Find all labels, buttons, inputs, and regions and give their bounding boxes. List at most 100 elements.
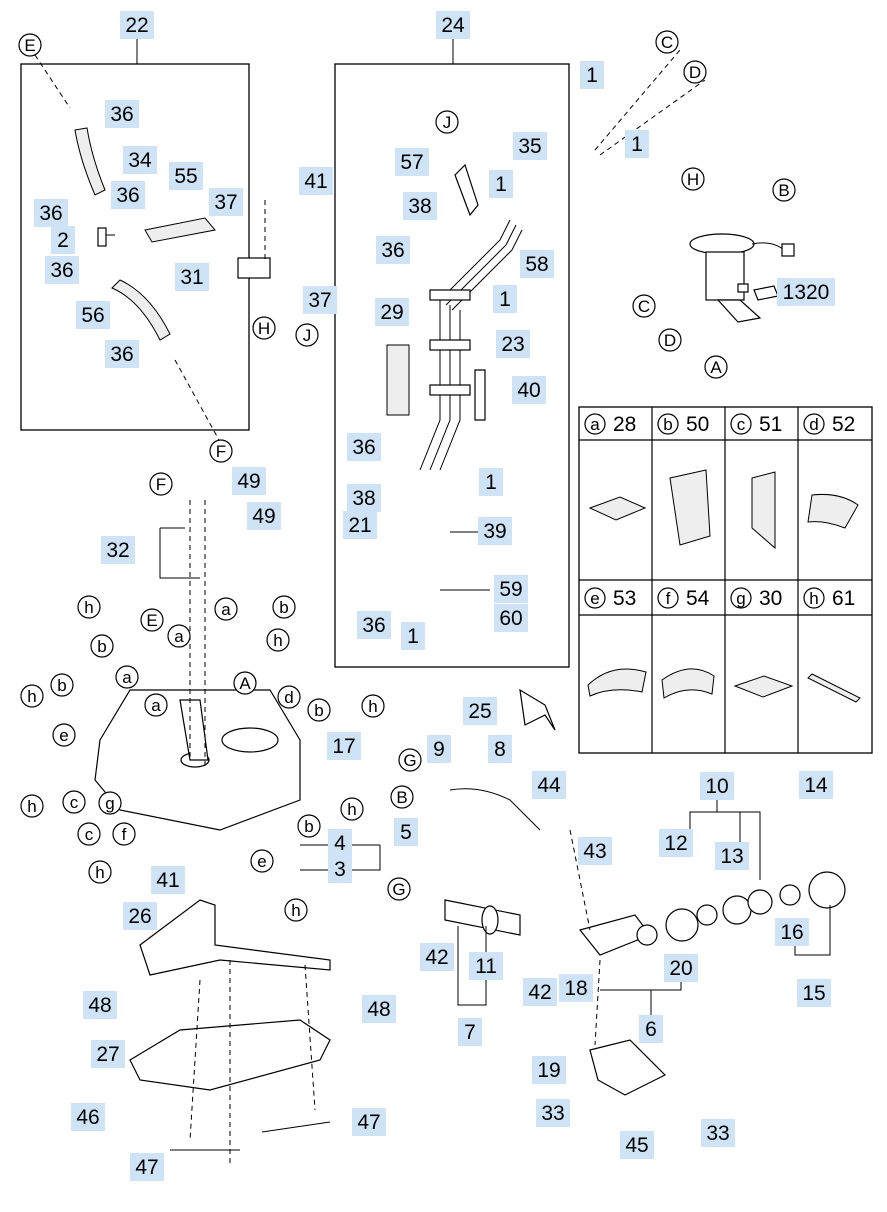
reference-letter: c <box>70 793 79 812</box>
reference-letter: f <box>122 825 127 844</box>
callout-label: 36 <box>347 433 381 461</box>
callout-number: 34 <box>128 149 152 172</box>
callout-number: 42 <box>425 946 448 969</box>
reference-letter: A <box>710 358 722 377</box>
callout-label: 18 <box>559 974 593 1002</box>
callout-number: 7 <box>464 1021 476 1044</box>
callout-number: 18 <box>564 977 587 1000</box>
hose-group-box-22 <box>20 63 250 431</box>
legend-letter: b <box>663 415 672 434</box>
callout-number: 11 <box>475 955 497 978</box>
callout-label: 1 <box>401 622 425 650</box>
reference-circle: G <box>387 877 411 901</box>
reference-circle: G <box>398 748 422 772</box>
reference-letter: e <box>59 726 68 745</box>
callout-number: 23 <box>501 333 524 356</box>
callout-label: 34 <box>123 146 157 174</box>
legend-letter: f <box>666 589 671 608</box>
callout-number: 5 <box>400 821 412 844</box>
callout-number: 25 <box>468 700 491 723</box>
reference-letter: b <box>304 817 313 836</box>
reference-circle: B <box>390 785 414 809</box>
callout-label: 60 <box>494 604 528 632</box>
callout-number: 57 <box>400 151 423 174</box>
callout-label: 5 <box>394 818 418 846</box>
reference-circle: b <box>90 634 114 658</box>
callout-label: 40 <box>512 376 546 404</box>
reference-letter: b <box>279 598 288 617</box>
reference-letter: G <box>392 880 405 899</box>
callout-label: 46 <box>71 1103 105 1131</box>
callout-label: 56 <box>76 301 110 329</box>
callout-number: 45 <box>625 1134 648 1157</box>
callout-label: 41 <box>151 866 185 894</box>
callout-number: 33 <box>706 1122 729 1145</box>
callout-label: 25 <box>463 697 497 725</box>
callout-label: 49 <box>247 502 281 530</box>
callout-number: 24 <box>441 14 465 37</box>
reference-letter: h <box>27 797 36 816</box>
reference-letter: a <box>151 696 161 715</box>
legend-letter: c <box>737 415 746 434</box>
callout-label: 1 <box>580 61 604 89</box>
reference-letter: c <box>85 825 94 844</box>
callout-label: 10 <box>700 772 734 800</box>
callout-label: 42 <box>523 978 557 1006</box>
callout-number: 14 <box>804 774 828 797</box>
callout-number: 1 <box>485 471 497 494</box>
callout-label: 1 <box>489 170 513 198</box>
callout-label: 21 <box>343 511 377 539</box>
reference-letter: C <box>661 33 673 52</box>
callout-label: 4 <box>328 829 352 857</box>
callout-label: 27 <box>91 1040 125 1068</box>
callout-number: 60 <box>499 607 522 630</box>
callout-label: 47 <box>130 1153 164 1181</box>
callout-label: 6 <box>639 1015 663 1043</box>
callout-label: 49 <box>232 467 266 495</box>
reference-letter: F <box>216 442 226 461</box>
reference-circle: E <box>18 33 42 57</box>
callout-label: 23 <box>496 330 530 358</box>
connection-e <box>34 54 71 109</box>
callout-number: 48 <box>367 998 390 1021</box>
reference-letter: g <box>105 794 114 813</box>
callout-number: 46 <box>76 1106 99 1129</box>
reference-letter: h <box>84 598 93 617</box>
reference-letter: d <box>284 688 293 707</box>
callout-label: 24 <box>436 11 470 39</box>
reference-circle: A <box>704 355 728 379</box>
reference-letter: h <box>95 863 104 882</box>
reference-circle: b <box>307 698 331 722</box>
legend-part-number: 61 <box>832 587 855 610</box>
reference-circle: A <box>233 671 257 695</box>
callout-label: 12 <box>659 829 693 857</box>
reference-letter: h <box>368 697 377 716</box>
callout-number: 49 <box>252 505 275 528</box>
callout-label: 36 <box>105 340 139 368</box>
reference-letter: b <box>314 701 323 720</box>
callout-number: 37 <box>214 191 237 214</box>
callout-label: 32 <box>101 536 135 564</box>
callout-number: 36 <box>116 184 139 207</box>
reference-circle: B <box>772 178 796 202</box>
callout-number: 39 <box>483 520 506 543</box>
callout-number: 36 <box>362 614 385 637</box>
reference-letter: b <box>97 637 106 656</box>
reference-circle: e <box>250 849 274 873</box>
callout-number: 41 <box>156 869 179 892</box>
reference-circle: h <box>361 694 385 718</box>
reference-letter: E <box>24 36 35 55</box>
reference-circle: h <box>20 794 44 818</box>
callout-number: 1 <box>631 133 643 156</box>
reference-circle: C <box>632 294 656 318</box>
reference-letter: e <box>257 852 266 871</box>
reference-circle: b <box>272 595 296 619</box>
callout-label: 2 <box>51 226 75 254</box>
callout-label: 39 <box>478 517 512 545</box>
parts-legend-table <box>578 406 873 754</box>
legend-part-number: 53 <box>613 587 636 610</box>
